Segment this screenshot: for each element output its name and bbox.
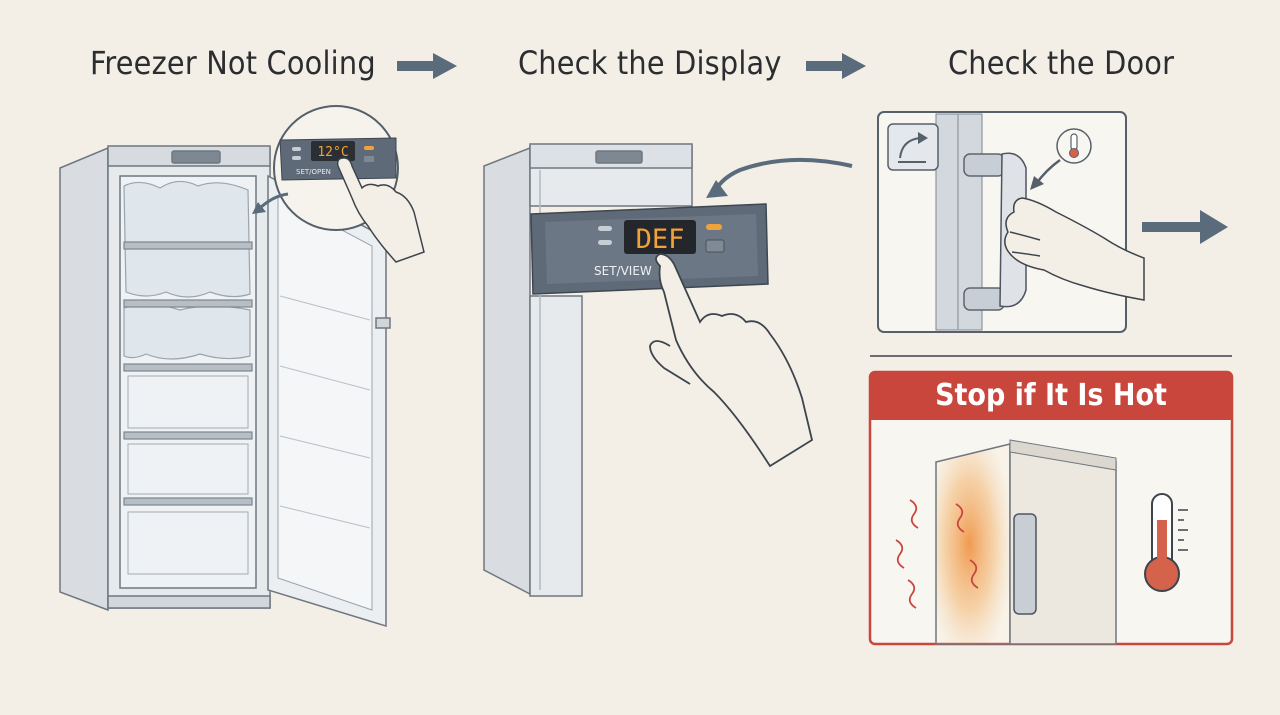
pointing-hand-icon	[649, 253, 814, 468]
open-freezer	[59, 145, 391, 628]
pointing-hand-icon	[336, 157, 425, 263]
step-2-title: Check the Display	[518, 44, 782, 82]
thermometer-icon	[1056, 128, 1092, 164]
arrow-right-icon	[397, 53, 457, 79]
step-1-title: Freezer Not Cooling	[90, 44, 376, 82]
arrow-right-icon	[1142, 210, 1228, 244]
warning-box	[868, 370, 1234, 646]
control-panel: DEF SET/VIEW	[530, 203, 769, 295]
warning-title: Stop if It Is Hot	[870, 372, 1232, 420]
curved-arrow-icon	[714, 157, 853, 191]
closed-freezer	[483, 143, 693, 597]
thermometer-icon	[1144, 493, 1188, 592]
display-reading-def: DEF	[636, 224, 685, 255]
door-inset	[877, 111, 1145, 333]
hand-icon	[1004, 197, 1145, 301]
arrow-right-icon	[806, 53, 866, 79]
display-reading: 12°C	[317, 145, 348, 160]
step-3-title: Check the Door	[948, 44, 1175, 82]
heat-waves-icon	[895, 499, 979, 609]
door-seal-icon	[887, 123, 939, 171]
panel-label: SET/OPEN	[296, 168, 331, 176]
set-view-label: SET/VIEW	[594, 264, 652, 278]
